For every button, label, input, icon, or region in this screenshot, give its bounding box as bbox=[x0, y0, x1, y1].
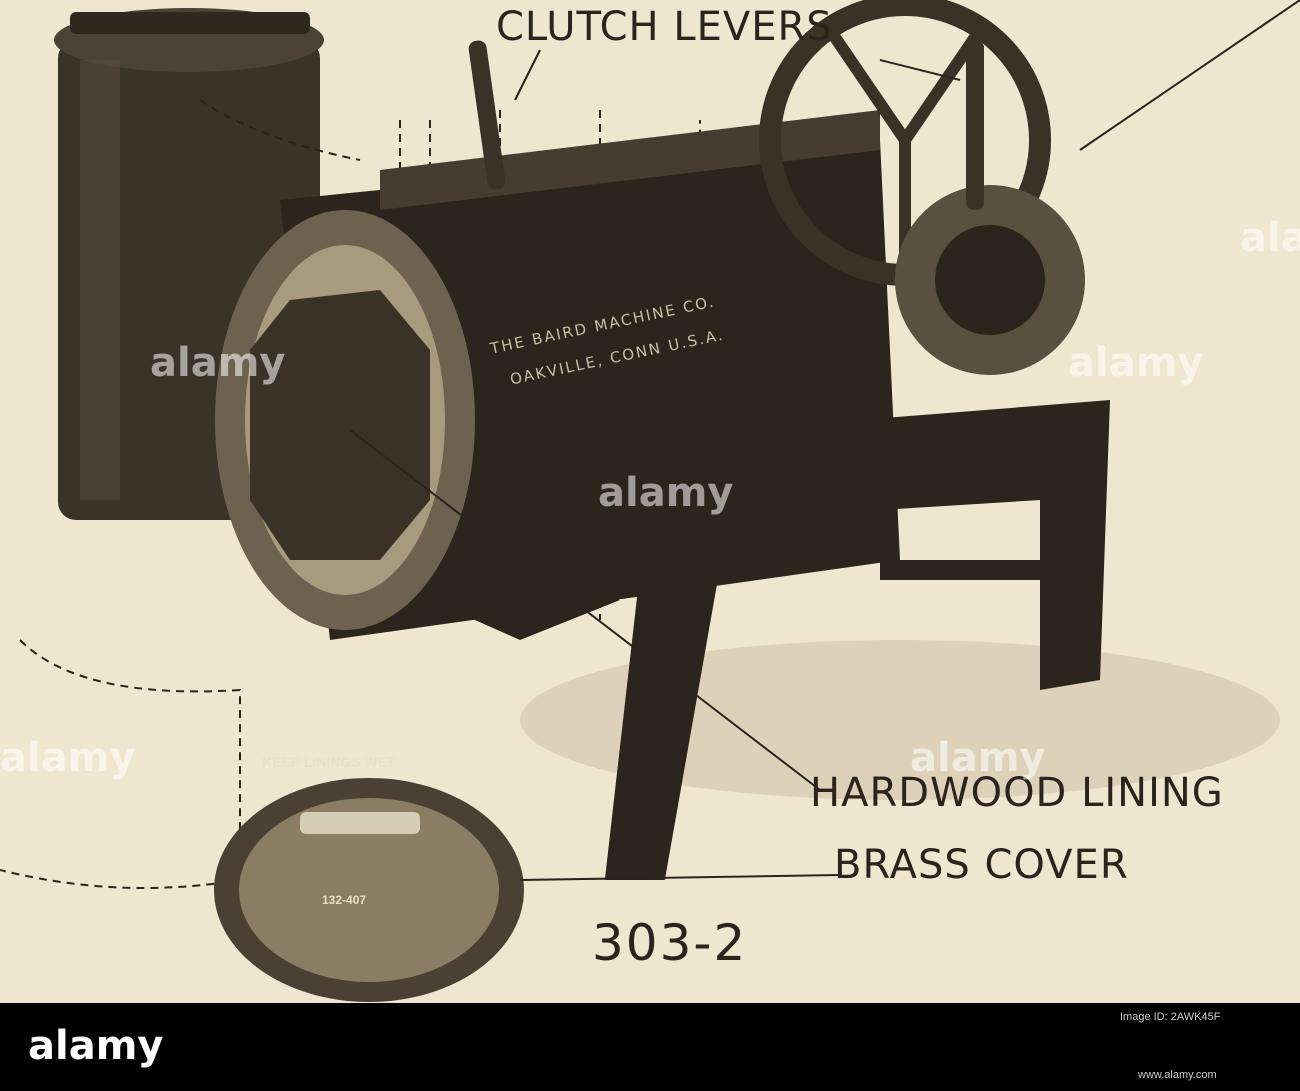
alamy-logo: alamy bbox=[28, 1023, 164, 1069]
machine-illustration bbox=[0, 0, 1300, 1002]
watermark: alamy bbox=[150, 340, 286, 386]
model-number-label: 303-2 bbox=[592, 914, 748, 972]
site-url: www.alamy.com bbox=[1138, 1069, 1217, 1081]
watermark: alamy bbox=[1068, 340, 1204, 386]
clutch-levers-label: CLUTCH LEVERS bbox=[496, 4, 833, 50]
image-id: Image ID: 2AWK45F bbox=[1120, 1011, 1221, 1023]
watermark: alamy bbox=[1240, 215, 1300, 261]
hardwood-lining-label: HARDWOOD LINING bbox=[810, 770, 1224, 816]
machine-photo: CLUTCH LEVERS HARDWOOD LINING BRASS COVE… bbox=[0, 0, 1300, 1003]
cover-part-number: 132-407 bbox=[322, 893, 367, 907]
brass-cover-label: BRASS COVER bbox=[834, 842, 1129, 888]
watermark: alamy bbox=[0, 735, 136, 781]
footer-bar: alamy Image ID: 2AWK45F www.alamy.com bbox=[0, 1003, 1300, 1091]
machine-body bbox=[215, 0, 1085, 640]
watermark: alamy bbox=[910, 735, 1046, 781]
stand bbox=[430, 400, 1110, 880]
cover-inscription: KEEP LININGS WET bbox=[262, 754, 396, 770]
leader-lines bbox=[349, 0, 1300, 881]
brass-cover bbox=[214, 778, 524, 1002]
watermark: alamy bbox=[598, 470, 734, 516]
